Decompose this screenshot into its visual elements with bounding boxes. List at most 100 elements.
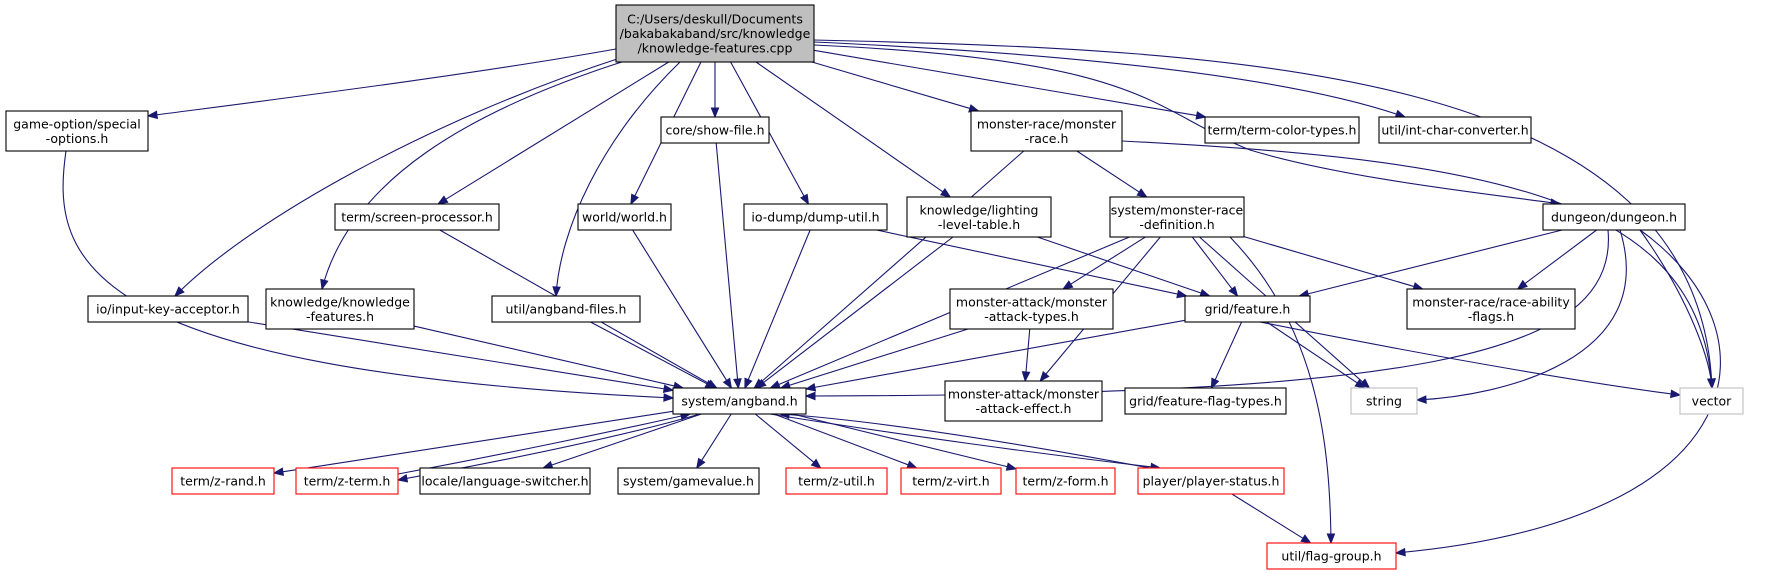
node-attack-effect[interactable]: monster-attack/monster-attack-effect.h	[944, 380, 1103, 422]
edge-race_def-to-grid_feature	[1191, 236, 1239, 298]
node-label-line: knowledge/lighting	[919, 202, 1038, 217]
node-flag-group[interactable]: util/flag-group.h	[1266, 542, 1397, 570]
edge-line	[788, 328, 969, 387]
node-z-term[interactable]: term/z-term.h	[295, 467, 399, 495]
node-grid-feature[interactable]: grid/feature.h	[1184, 295, 1311, 323]
node-label-line: knowledge/knowledge	[270, 294, 410, 309]
edge-angband-to-z_virt	[773, 413, 918, 469]
node-lang-switch[interactable]: locale/language-switcher.h	[419, 467, 591, 495]
node-race-ability[interactable]: monster-race/race-ability-flags.h	[1406, 288, 1576, 330]
edge-monster_race-to-angband	[753, 150, 1025, 389]
node-label-line: monster-attack/monster	[956, 294, 1108, 309]
node-race-def[interactable]: system/monster-race-definition.h	[1109, 196, 1245, 238]
node-box	[900, 467, 1002, 495]
node-box	[617, 467, 760, 495]
edge-root-to-show_file	[710, 62, 720, 119]
node-box	[970, 110, 1123, 152]
node-screen-processor[interactable]: term/screen-processor.h	[334, 203, 500, 231]
node-term-color[interactable]: term/term-color-types.h	[1204, 116, 1360, 144]
arrow-head	[1300, 534, 1312, 544]
edge-line	[1523, 229, 1597, 285]
node-know-features[interactable]: knowledge/knowledge-features.h	[265, 288, 415, 330]
arrow-head	[1326, 533, 1336, 545]
edge-line	[813, 39, 1713, 389]
arrow-head	[662, 384, 675, 394]
edge-line	[1214, 321, 1243, 381]
arrow-head	[1061, 280, 1074, 290]
node-label-line: dungeon/dungeon.h	[1551, 210, 1677, 225]
node-label-line: -definition.h	[1139, 217, 1214, 232]
arrow-head	[1039, 370, 1050, 383]
node-attack-types[interactable]: monster-attack/monster-attack-types.h	[949, 288, 1114, 330]
arrow-head	[1136, 188, 1148, 198]
node-label-line: monster-race/race-ability	[1412, 294, 1570, 309]
edge-line	[1037, 236, 1203, 294]
node-label-line: -race.h	[1025, 131, 1069, 146]
edge-line	[769, 413, 1161, 469]
edge-special_options-to-angband	[62, 150, 675, 402]
node-label-line: -attack-effect.h	[976, 401, 1072, 416]
node-label-line: world/world.h	[582, 210, 667, 225]
node-gamevalue[interactable]: system/gamevalue.h	[617, 467, 760, 495]
node-box	[1350, 387, 1418, 415]
edge-angband-to-gamevalue	[696, 413, 732, 470]
arrow-head	[722, 377, 733, 390]
node-player-status[interactable]: player/player-status.h	[1137, 467, 1285, 495]
node-dungeon[interactable]: dungeon/dungeon.h	[1542, 203, 1686, 231]
node-angband[interactable]: system/angband.h	[672, 387, 807, 415]
node-label-line: core/show-file.h	[665, 123, 764, 138]
edge-root-to-special_options	[146, 48, 617, 120]
edge-root-to-term_color	[813, 49, 1207, 120]
node-monster-race[interactable]: monster-race/monster-race.h	[970, 110, 1123, 152]
node-label-line: term/term-color-types.h	[1208, 123, 1357, 138]
node-flag-types[interactable]: grid/feature-flag-types.h	[1124, 387, 1287, 415]
node-box	[949, 288, 1114, 330]
node-show-file[interactable]: core/show-file.h	[660, 116, 770, 144]
edge-line	[1231, 493, 1305, 540]
edge-line	[813, 319, 1186, 389]
node-label-line: string	[1366, 394, 1402, 409]
edge-line	[1259, 321, 1681, 396]
node-z-virt[interactable]: term/z-virt.h	[900, 467, 1002, 495]
edge-dungeon-to-string	[1415, 229, 1627, 404]
node-z-util[interactable]: term/z-util.h	[785, 467, 888, 495]
node-string: string	[1350, 387, 1418, 415]
edge-input_key-to-angband	[247, 321, 675, 394]
arrow-head	[1415, 395, 1427, 404]
node-box	[1204, 116, 1360, 144]
edge-line	[779, 413, 1151, 469]
edge-line	[1395, 229, 1721, 554]
node-z-rand[interactable]: term/z-rand.h	[171, 467, 275, 495]
edge-line	[715, 142, 739, 381]
arrow-head	[804, 391, 816, 401]
edge-line	[632, 229, 728, 382]
arrow-head	[1005, 462, 1018, 471]
node-angband-files[interactable]: util/angband-files.h	[491, 295, 641, 323]
node-box	[265, 288, 415, 330]
node-z-form[interactable]: term/z-form.h	[1015, 467, 1116, 495]
arrow-head	[1195, 111, 1207, 120]
node-label-line: system/angband.h	[681, 394, 797, 409]
edge-line	[773, 413, 910, 466]
node-label-line: -features.h	[306, 309, 374, 324]
node-box	[615, 4, 815, 63]
node-box	[1124, 387, 1287, 415]
node-lighting[interactable]: knowledge/lighting-level-table.h	[906, 196, 1052, 238]
edge-line	[1416, 229, 1627, 401]
node-root[interactable]: C:/Users/deskull/Documents/bakabakaband/…	[615, 4, 815, 63]
arrow-head	[1516, 279, 1528, 290]
node-label-line: term/screen-processor.h	[341, 210, 493, 225]
node-input-key[interactable]: io/input-key-acceptor.h	[87, 295, 249, 323]
edge-line	[1266, 321, 1359, 384]
edge-line	[759, 150, 1025, 384]
node-world[interactable]: world/world.h	[577, 203, 672, 231]
edge-root-to-lighting	[755, 61, 952, 198]
node-label-line: -level-table.h	[938, 217, 1020, 232]
node-label-line: /bakabakaband/src/knowledge	[620, 26, 811, 41]
node-int-char[interactable]: util/int-char-converter.h	[1378, 116, 1532, 144]
node-special-options[interactable]: game-option/special-options.h	[5, 110, 149, 152]
edge-line	[1076, 150, 1141, 194]
arrow-head	[804, 382, 817, 392]
arrow-head	[696, 457, 706, 470]
node-dump-util[interactable]: io-dump/dump-util.h	[743, 203, 888, 231]
